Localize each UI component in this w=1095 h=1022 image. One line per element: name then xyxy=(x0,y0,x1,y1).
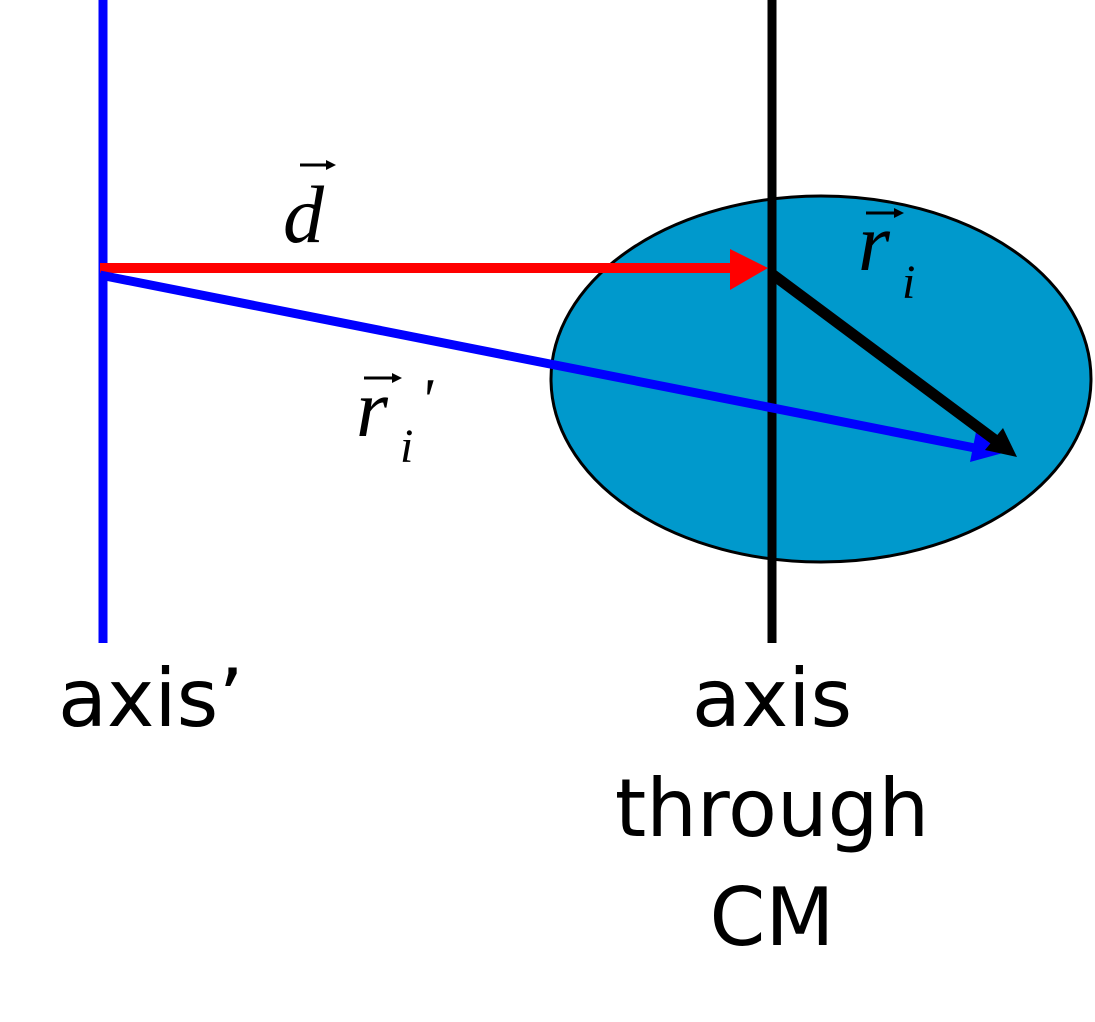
i-subscript: i xyxy=(400,420,413,473)
ri-prime-vector-arrowhead xyxy=(970,432,1003,462)
prime-mark: ' xyxy=(420,367,434,433)
axis-cm-label-line2: through xyxy=(615,762,929,855)
axis-prime-label: axis’ xyxy=(58,652,244,745)
rigid-body xyxy=(549,194,1093,564)
axis-cm-label-line1: axis xyxy=(692,652,852,745)
vector-arrow-icon-head xyxy=(392,373,402,383)
vector-arrow-icon-head xyxy=(326,160,336,170)
ri-label: r i xyxy=(858,197,915,309)
d-text: d xyxy=(283,169,325,260)
ri-prime-label: r i ' xyxy=(356,363,434,473)
vector-arrow-icon-head xyxy=(894,208,904,218)
ri-vector xyxy=(768,269,999,445)
r-text: r xyxy=(858,197,891,288)
d-vector-arrowhead xyxy=(730,249,768,290)
i-subscript: i xyxy=(902,256,915,309)
d-label: d xyxy=(283,160,336,260)
axis-cm-label-line3: CM xyxy=(710,871,835,964)
ri-vector-arrowhead xyxy=(985,428,1017,457)
ri-prime-vector xyxy=(99,270,976,453)
r-text: r xyxy=(356,363,389,454)
